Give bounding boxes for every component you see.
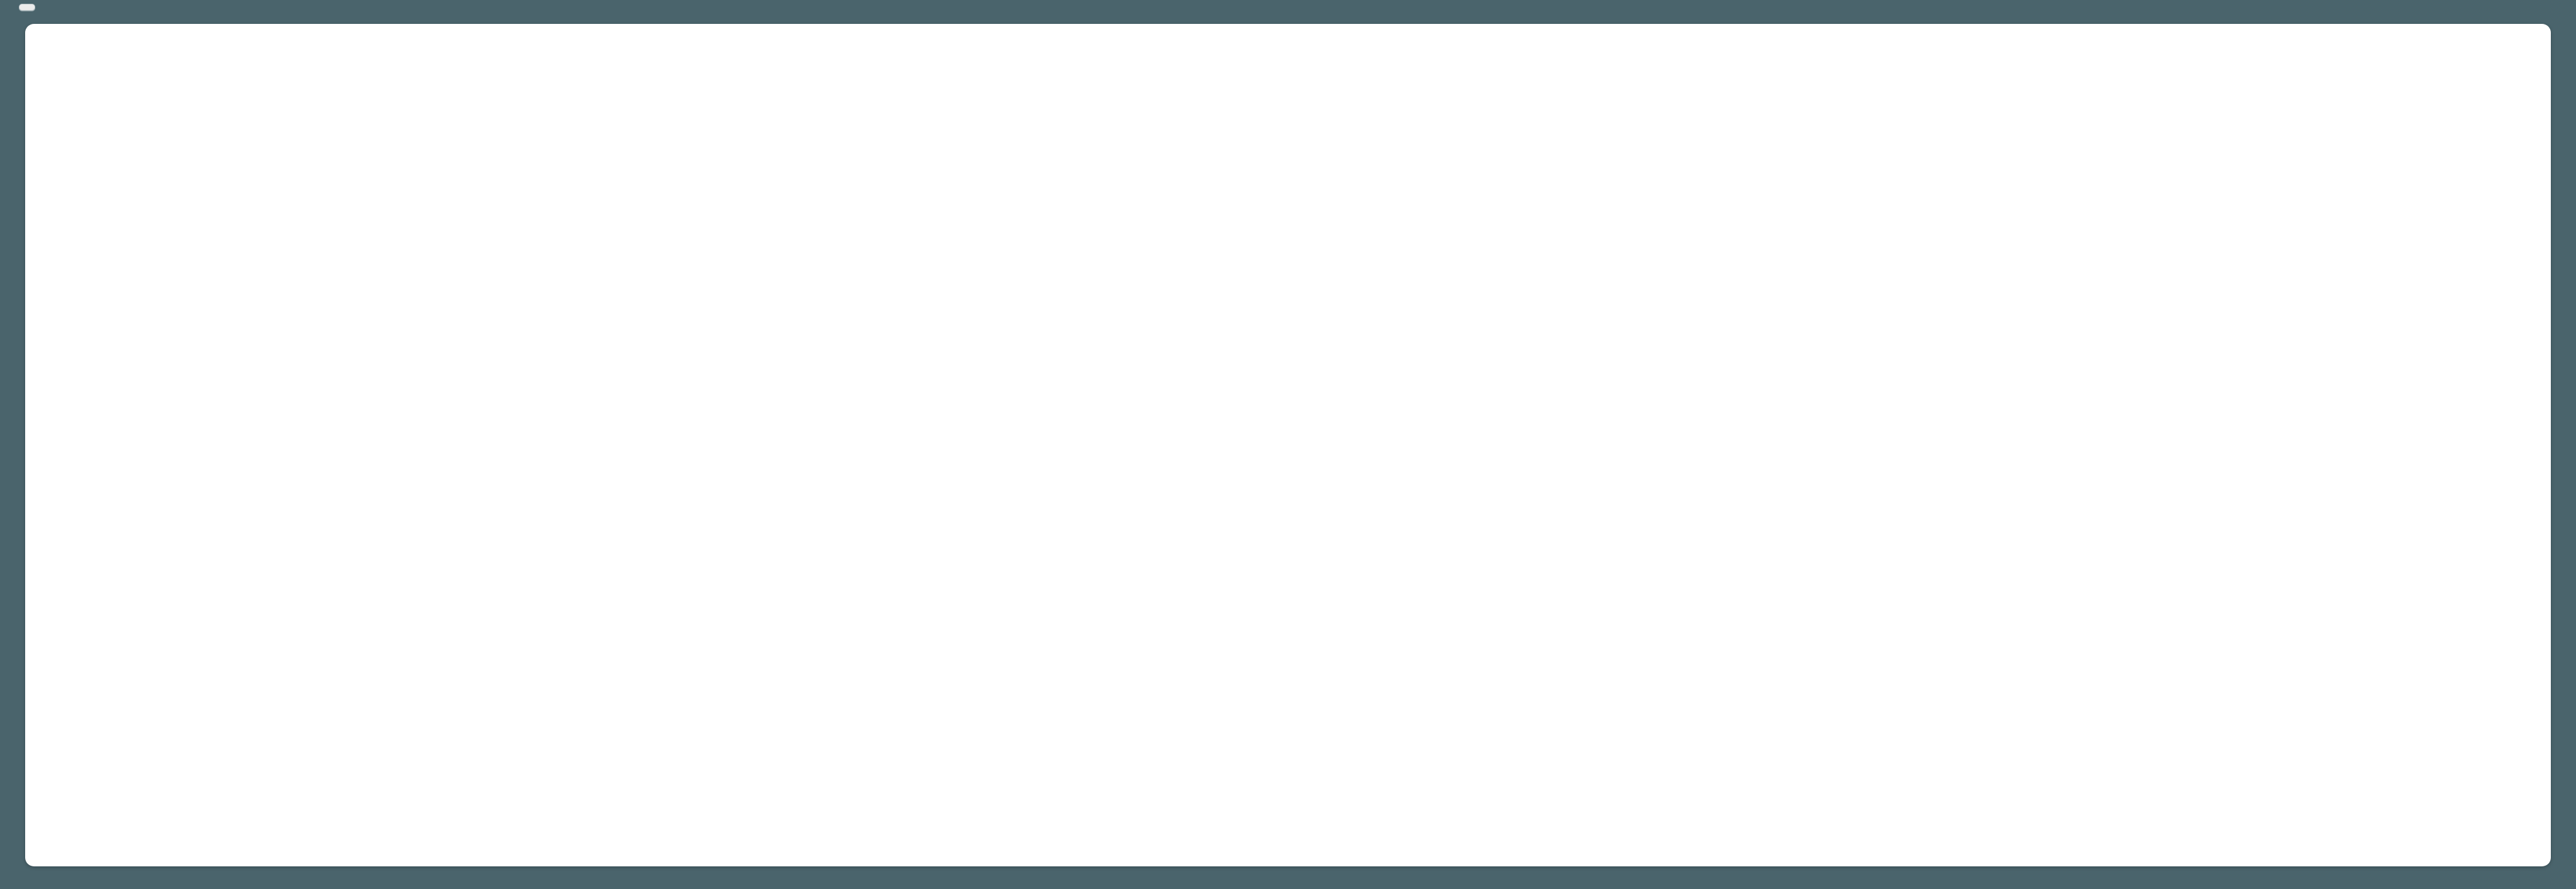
flowchart (25, 24, 2551, 866)
diagram-canvas[interactable] (25, 24, 2551, 866)
tab-bar (0, 0, 2576, 25)
tab-admin-updated[interactable] (19, 4, 35, 11)
